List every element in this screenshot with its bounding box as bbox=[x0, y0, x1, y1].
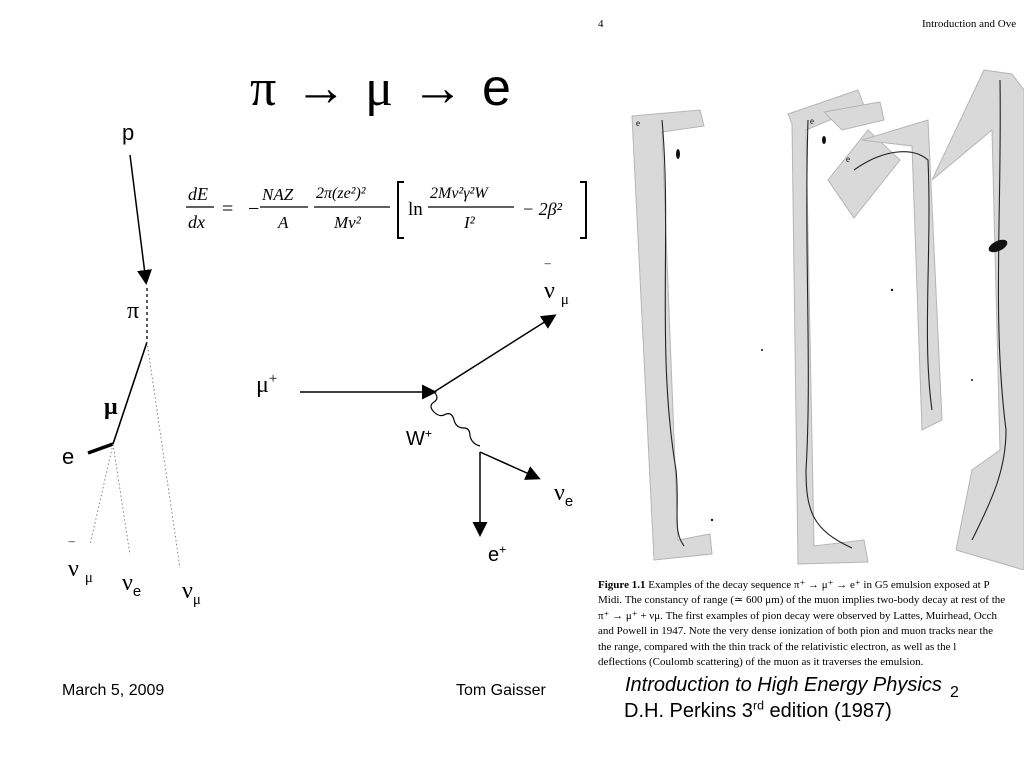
title-e: e bbox=[481, 59, 513, 117]
title-arrow-2: → bbox=[411, 59, 466, 117]
track-strip-1 bbox=[661, 119, 685, 547]
track-strip-3 bbox=[853, 151, 933, 411]
caption-line-1: Figure 1.1 Examples of the decay sequenc… bbox=[598, 579, 990, 591]
slide-title: π → μ → e bbox=[250, 58, 513, 118]
figure-caption: Figure 1.1 Examples of the decay sequenc… bbox=[598, 578, 1024, 670]
formula-lhs-den: dx bbox=[188, 212, 205, 232]
caption-line-5: the range, compared with the thin track … bbox=[598, 640, 957, 653]
label-pion: π bbox=[127, 298, 140, 324]
formula-frac3-den: I² bbox=[463, 213, 476, 232]
label-mu-plus: μ+ bbox=[256, 371, 278, 398]
track-label-e-2: e bbox=[810, 116, 814, 126]
bethe-bloch-formula: dE dx = − NAZ A 2π(ze²)² Mv² ln 2Mv²γ²W … bbox=[182, 176, 594, 246]
title-pi: π bbox=[250, 60, 279, 117]
label-muon: μ bbox=[104, 394, 118, 420]
formula-frac1-num: NAZ bbox=[261, 185, 294, 204]
label-w-plus: W+ bbox=[406, 426, 433, 450]
formula-frac2-den: Mv² bbox=[333, 213, 362, 232]
track-strip-4 bbox=[971, 79, 1007, 541]
formula-lhs-num: dE bbox=[188, 184, 208, 204]
book-page-scan: 4 Introduction and Ove e bbox=[592, 0, 1024, 672]
proton-track bbox=[129, 154, 152, 285]
muon-track bbox=[112, 341, 148, 445]
title-arrow-1: → bbox=[294, 59, 349, 117]
nu-mu-track bbox=[146, 341, 181, 569]
label-anti-nu-mu: ν‾ μ bbox=[68, 541, 93, 586]
decay-cascade-diagram bbox=[87, 154, 557, 569]
anti-nu-mu-track bbox=[89, 443, 114, 546]
formula-equals: = bbox=[222, 198, 233, 220]
formula-minus: − bbox=[248, 198, 259, 220]
caption-line-4: and Powell in 1947. Note the very dense … bbox=[598, 625, 993, 638]
emulsion-photograph: e e e bbox=[631, 69, 1024, 570]
reference-author: D.H. Perkins 3rd edition (1987) bbox=[624, 698, 892, 722]
label-feynman-anti-nu-mu: ν‾ μ bbox=[544, 263, 569, 308]
w-boson-line bbox=[430, 391, 481, 447]
formula-ln: ln bbox=[408, 199, 423, 220]
book-page-number: 4 bbox=[598, 18, 604, 30]
label-nu-e: νe bbox=[122, 570, 142, 600]
caption-line-6: deflections (Coulomb scattering) of the … bbox=[598, 656, 924, 669]
formula-frac1-den: A bbox=[277, 213, 289, 232]
footer-date: March 5, 2009 bbox=[62, 682, 165, 699]
track-label-e-1: e bbox=[636, 118, 640, 128]
track-label-e-3: e bbox=[846, 154, 850, 164]
nu-e-line bbox=[479, 451, 541, 480]
formula-frac3-num: 2Mv²γ²W bbox=[430, 185, 489, 202]
reference-book-title: Introduction to High Energy Physics bbox=[625, 674, 942, 696]
footer-page-number: 2 bbox=[950, 684, 959, 701]
footer-author: Tom Gaisser bbox=[456, 682, 546, 699]
label-proton: p bbox=[122, 120, 135, 145]
electron-track bbox=[87, 442, 114, 455]
formula-tail: − 2β² bbox=[522, 199, 563, 219]
anti-nu-mu-line bbox=[433, 314, 557, 393]
track-strip-2 bbox=[805, 119, 853, 549]
label-feynman-nu-e: νe bbox=[554, 480, 574, 510]
caption-line-2: Midi. The constancy of range (≃ 600 μm) … bbox=[598, 594, 1006, 607]
formula-frac2-num: 2π(ze²)² bbox=[316, 185, 367, 202]
label-electron: e bbox=[62, 444, 75, 469]
nu-e-track bbox=[112, 443, 131, 556]
label-e-plus: e+ bbox=[488, 542, 507, 566]
label-nu-mu: νμ bbox=[182, 578, 201, 608]
caption-line-3: π⁺ → μ⁺ + νμ. The first examples of pion… bbox=[598, 609, 998, 622]
title-mu: μ bbox=[365, 60, 396, 117]
book-page-header: Introduction and Ove bbox=[922, 18, 1017, 30]
